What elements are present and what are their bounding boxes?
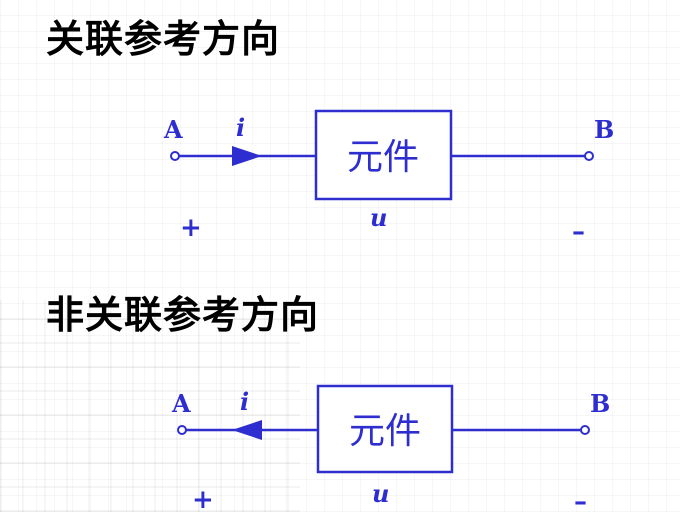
terminal-a-label: A bbox=[163, 115, 183, 144]
minus-sign: – bbox=[574, 487, 587, 512]
plus-sign: + bbox=[180, 213, 202, 243]
terminal-a-node bbox=[177, 425, 187, 435]
current-arrow-right-icon bbox=[232, 146, 262, 166]
heading-non-associated-reference-direction: 非关联参考方向 bbox=[46, 293, 320, 337]
element-box bbox=[314, 109, 453, 201]
current-label: i bbox=[236, 113, 245, 142]
minus-sign: – bbox=[572, 217, 585, 247]
terminal-a-label: A bbox=[171, 389, 191, 418]
terminal-a-node bbox=[170, 151, 180, 161]
terminal-b-label: B bbox=[590, 389, 610, 418]
terminal-b-node bbox=[584, 151, 594, 161]
terminal-b-node bbox=[580, 425, 590, 435]
current-arrow-left-icon bbox=[232, 420, 262, 440]
background-circuit-pattern bbox=[0, 300, 300, 512]
terminal-b-label: B bbox=[594, 115, 614, 144]
element-label: 元件 bbox=[347, 137, 419, 178]
circuit-diagram-associated: 元件 A B i u + – bbox=[163, 109, 614, 247]
circuit-diagram-non-associated: 元件 A B i u + – bbox=[171, 384, 610, 512]
current-label: i bbox=[240, 387, 249, 416]
heading-associated-reference-direction: 关联参考方向 bbox=[46, 17, 281, 61]
element-label: 元件 bbox=[349, 411, 421, 452]
element-box bbox=[316, 384, 454, 474]
plus-sign: + bbox=[192, 485, 214, 512]
voltage-label: u bbox=[372, 479, 389, 508]
voltage-label: u bbox=[370, 203, 387, 232]
